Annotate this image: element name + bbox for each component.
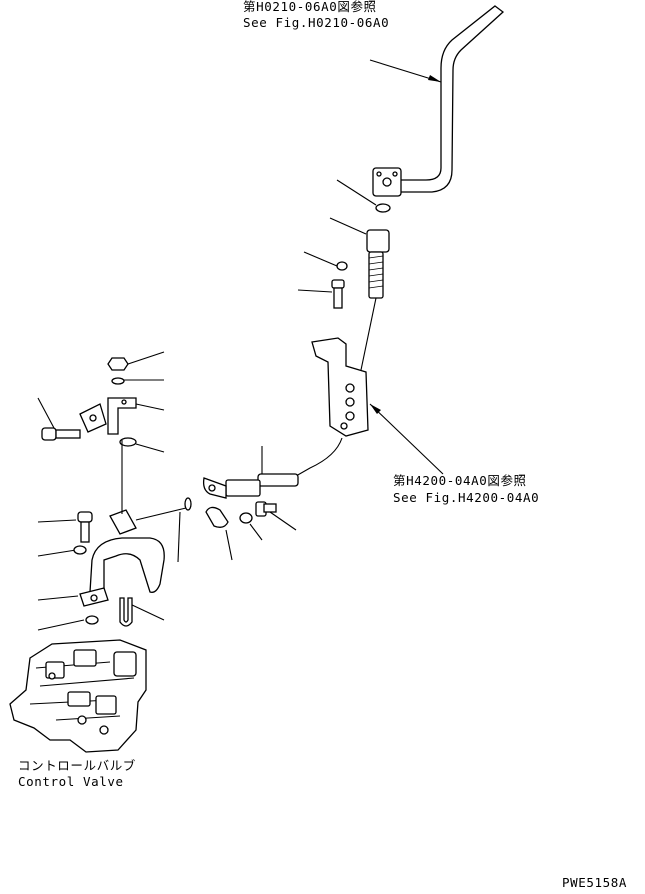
o-ring-valve xyxy=(85,615,99,625)
ref-top-jp: 第H0210-06A0図参照 xyxy=(243,0,377,14)
leader-lines-left xyxy=(37,351,181,631)
leader-lines-cable xyxy=(225,511,297,561)
u-bolt xyxy=(119,597,133,627)
clamp-bracket xyxy=(107,397,137,435)
washer-cable xyxy=(239,512,253,524)
nut xyxy=(107,357,129,371)
washer-top xyxy=(375,203,391,213)
plate-left xyxy=(79,403,107,433)
control-valve-en: Control Valve xyxy=(18,774,124,789)
washer-small xyxy=(336,261,348,271)
control-valve xyxy=(9,639,147,753)
o-ring-left xyxy=(119,437,137,447)
drawing-number: PWE5158A xyxy=(562,875,628,890)
washer-pipe xyxy=(73,545,87,555)
upper-lever-rod xyxy=(372,5,505,197)
bracket xyxy=(311,337,369,437)
o-ring-pipe xyxy=(184,497,192,511)
bolt-left xyxy=(41,427,81,441)
washer-left-top xyxy=(111,377,125,385)
control-valve-jp: コントロールバルブ xyxy=(18,758,136,773)
ref-right-en: See Fig.H4200-04A0 xyxy=(393,490,540,505)
rod-end xyxy=(360,229,390,371)
leader-lines-top xyxy=(297,59,442,293)
ref-top-en: See Fig.H0210-06A0 xyxy=(243,15,390,30)
bolt-upper xyxy=(331,279,345,309)
ref-right-jp: 第H4200-04A0図参照 xyxy=(393,473,527,488)
leader-lines-right xyxy=(369,403,444,475)
bolt-pipe xyxy=(77,511,93,543)
cable-clip xyxy=(205,506,229,528)
control-cable xyxy=(202,437,343,499)
pipe-assembly xyxy=(79,440,187,607)
